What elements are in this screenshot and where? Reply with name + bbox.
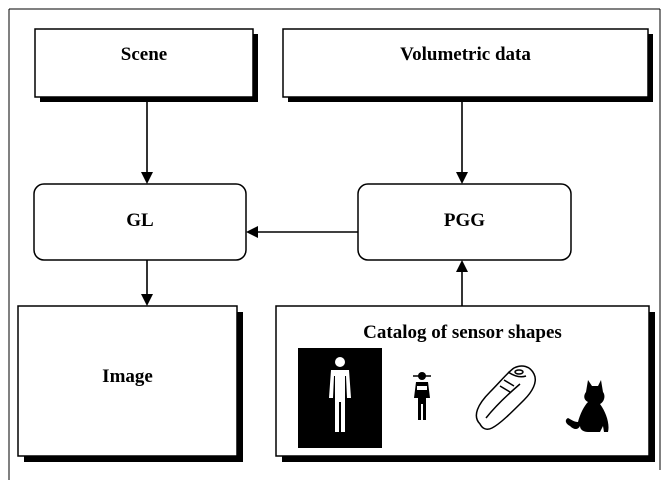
node-volumetric (282, 28, 653, 102)
node-gl-box (33, 183, 247, 261)
human-figure-icon (298, 348, 382, 448)
node-scene (34, 28, 258, 102)
node-scene-label: Scene (120, 44, 168, 65)
node-volumetric-box (282, 28, 649, 98)
cat-icon (565, 380, 609, 432)
node-scene-box (34, 28, 254, 98)
node-volumetric-label: Volumetric data (400, 44, 531, 65)
node-gl (33, 183, 247, 261)
shoe-icon (475, 365, 536, 430)
node-image-label: Image (102, 366, 153, 387)
node-gl-label: GL (126, 210, 154, 231)
node-image-box (17, 305, 238, 457)
child-figure-icon (413, 372, 431, 420)
node-image (17, 305, 243, 462)
node-pgg-label: PGG (443, 210, 486, 231)
node-catalog-label: Catalog of sensor shapes (363, 322, 562, 343)
